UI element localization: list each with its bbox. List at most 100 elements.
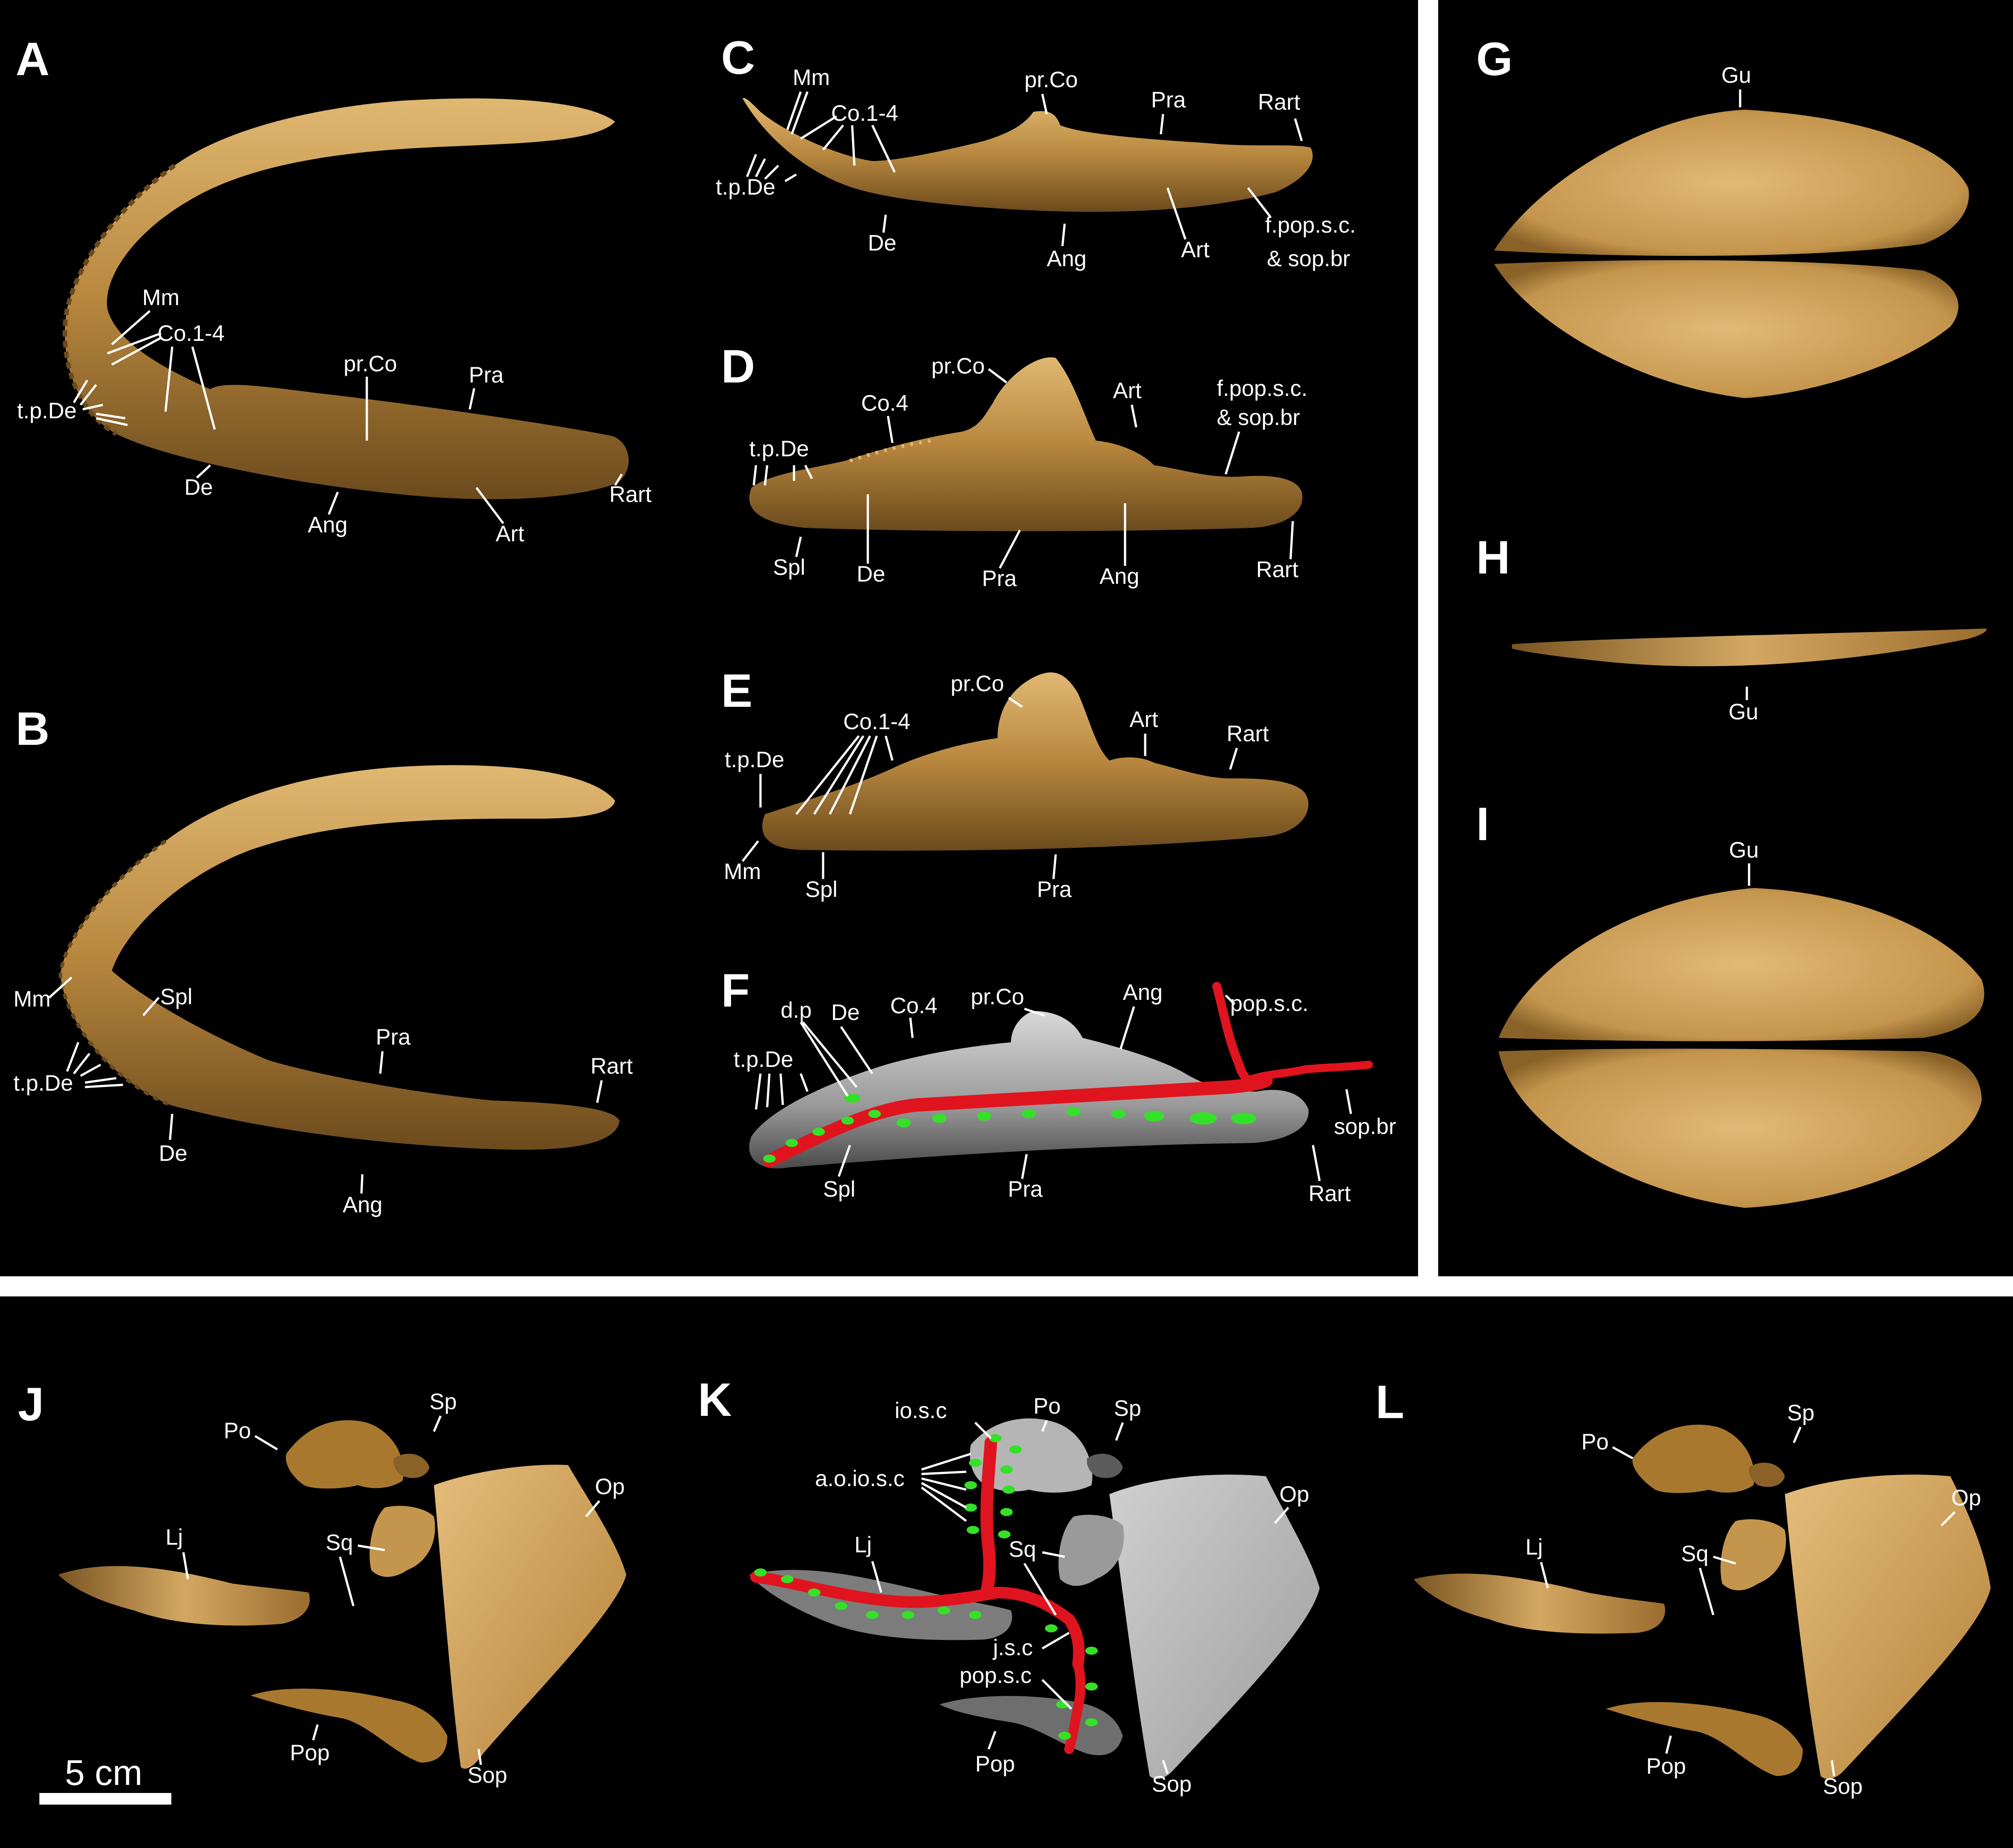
panel-k: K [698,1374,1320,1797]
label-a-pra: Pra [469,362,504,387]
preopercle-k [939,1696,1123,1755]
dermal-pores-f [763,1094,1256,1163]
label-k-sq: Sq [1009,1537,1036,1562]
label-j-op: Op [595,1474,625,1499]
label-e-mm: Mm [724,859,761,884]
opercle-j [434,1465,626,1769]
label-e-co: Co.1-4 [843,709,910,734]
label-b-ang: Ang [343,1192,382,1217]
label-e-art: Art [1130,707,1158,732]
label-c-de: De [868,230,896,255]
label-d-spl: Spl [773,555,805,580]
label-a-prco: pr.Co [344,351,397,376]
panel-l: L Po Sp Op Lj Sq Pop Sop [1376,1376,1991,1799]
label-k-sp: Sp [1114,1396,1141,1421]
label-e-spl: Spl [805,877,837,902]
label-a-art: Art [496,521,524,546]
label-d-tpde: t.p.De [749,436,809,461]
label-d-fpop1: f.pop.s.c. [1217,376,1308,401]
leader-lines-k [871,1420,1289,1774]
squamosal-j [369,1506,435,1577]
panel-f: F pr.Co Ang [721,964,1396,1206]
label-k-sop: Sop [1152,1772,1192,1797]
label-d-prco: pr.Co [931,353,985,378]
lower-jaw-bone-j [58,1566,310,1626]
label-f-ang: Ang [1123,980,1163,1005]
leader-lines-c [746,91,1303,246]
label-c-prco: pr.Co [1024,67,1078,92]
panel-letter-j: J [18,1378,44,1431]
panel-c: C Mm Co.1-4 pr.Co Pra Rart t.p.De De Ang… [716,32,1356,271]
spiracular-l [1749,1462,1785,1487]
label-k-jsc: j.s.c [992,1635,1033,1660]
jaw-specimen-d [749,357,1303,531]
label-b-rart: Rart [590,1054,633,1079]
label-d-pra: Pra [982,566,1017,591]
panel-letter-h: H [1476,531,1510,584]
label-l-op: Op [1951,1485,1981,1510]
label-j-pop: Pop [290,1740,330,1765]
label-c-fpop2: & sop.br [1267,246,1350,271]
label-l-po: Po [1581,1429,1609,1454]
preopercle-l [1606,1702,1803,1776]
panel-letter-g: G [1476,33,1513,85]
label-c-art: Art [1181,237,1210,262]
label-h-gu: Gu [1728,699,1758,724]
label-f-sopbr: sop.br [1334,1114,1396,1139]
label-i-gu: Gu [1729,837,1759,862]
label-b-de: De [159,1141,187,1166]
leader-lines-d [752,368,1294,569]
label-b-spl: Spl [160,984,192,1009]
label-k-op: Op [1279,1482,1309,1507]
label-c-mm: Mm [793,65,830,90]
gular-plate-g-upper [1494,110,1969,256]
infraorbital-canal-k [980,1436,997,1599]
label-a-co: Co.1-4 [157,321,225,346]
label-f-co4: Co.4 [890,993,938,1018]
leader-lines-j [182,1415,600,1765]
label-l-lj: Lj [1525,1534,1543,1559]
panel-letter-l: L [1376,1376,1404,1428]
panel-a: A Mm Co.1-4 t.p.De De Ang pr.Co Pra Art … [16,33,652,546]
label-c-ang: Ang [1047,246,1087,271]
label-d-co4: Co.4 [861,391,909,416]
spiracular-k [1087,1453,1123,1478]
label-e-pra: Pra [1037,877,1072,902]
label-e-rart: Rart [1227,721,1269,746]
label-d-de: De [857,561,885,586]
postorbital-l [1632,1424,1754,1493]
label-e-tpde: t.p.De [725,747,784,772]
panel-letter-c: C [721,32,755,84]
panel-letter-f: F [721,964,750,1017]
label-k-po: Po [1033,1393,1061,1419]
spiracular-j [393,1453,429,1478]
scale-bar-label: 5 cm [65,1753,142,1793]
canal-pores-k [754,1434,1098,1740]
leader-lines-f [755,994,1352,1181]
jaw-specimen-c [743,98,1313,212]
label-c-fpop1: f.pop.s.c. [1265,212,1356,238]
panel-j: J Po Sp Op Lj Sq Pop Sop [18,1378,626,1805]
squamosal-l [1720,1519,1786,1590]
label-f-dp: d.p [781,998,812,1023]
label-k-aoiosc: a.o.io.s.c [815,1466,905,1491]
label-f-pra: Pra [1008,1177,1043,1202]
leader-lines-a [72,310,623,524]
label-j-po: Po [224,1418,251,1443]
leader-lines-l [1540,1427,1956,1776]
label-a-rart: Rart [609,482,652,507]
sopbr-canal-f [1244,1061,1373,1084]
jaw-specimen-e [762,672,1308,851]
label-g-gu: Gu [1721,63,1751,88]
label-d-fpop2: & sop.br [1217,405,1300,430]
label-c-pra: Pra [1151,87,1186,112]
panel-d: D pr.Co Art f.pop.s.c. & sop.br Co.4 t.p… [721,340,1308,591]
label-k-iosc: io.s.c [895,1398,947,1423]
label-j-sp: Sp [429,1389,457,1414]
label-j-sop: Sop [467,1763,507,1788]
opercle-l [1785,1474,1991,1779]
gular-plate-h [1512,629,1987,667]
label-j-sq: Sq [326,1530,353,1555]
postorbital-j [286,1420,403,1489]
jugal-canal-k [750,1571,1085,1670]
